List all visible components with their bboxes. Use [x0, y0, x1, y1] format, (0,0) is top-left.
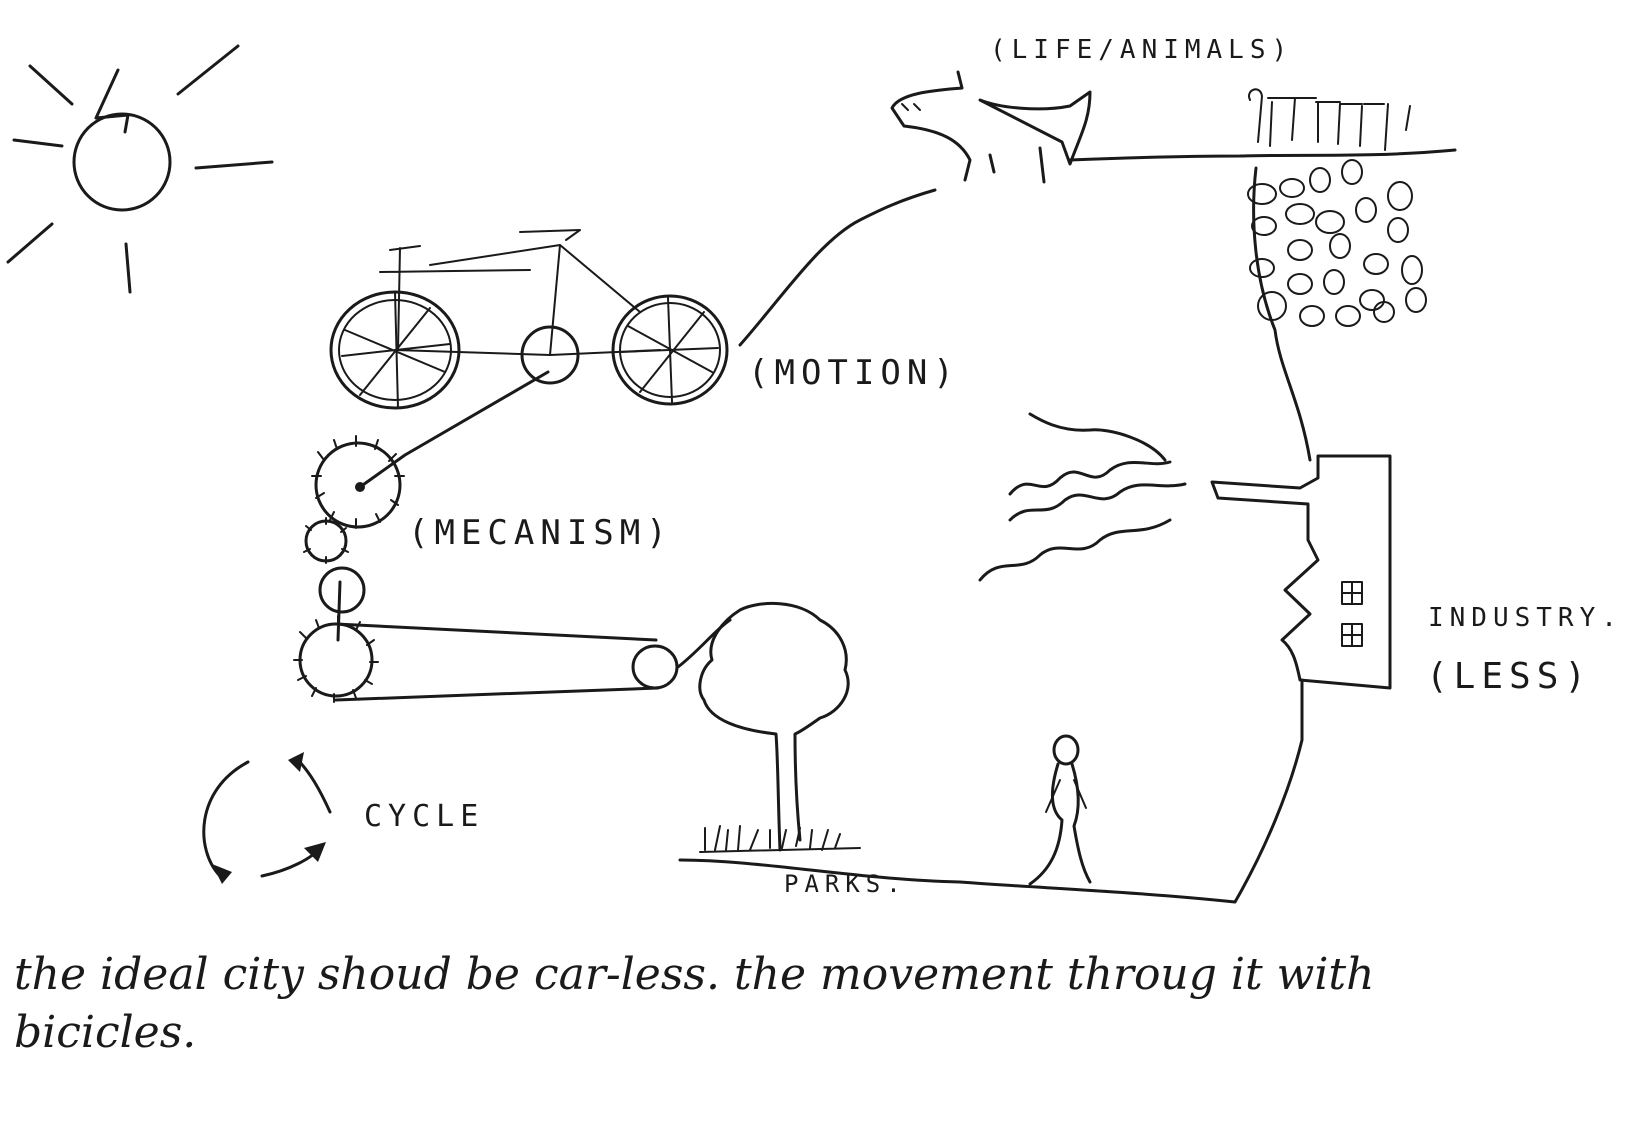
- caption-line-1: the ideal city shoud be car-less. the mo…: [14, 949, 1375, 1000]
- label-life-animals: (LIFE/ANIMALS): [990, 35, 1293, 65]
- label-motion: (MOTION): [748, 353, 960, 393]
- tree-drawing: [698, 601, 861, 853]
- smoke-drawing: [978, 412, 1187, 582]
- label-industry: INDUSTRY.: [1428, 603, 1623, 633]
- caption-line-2: bicicles.: [14, 1007, 197, 1058]
- label-cycle: CYCLE: [364, 799, 484, 834]
- cycle-arrows: [202, 752, 332, 884]
- label-parks: PARKS.: [784, 870, 907, 898]
- gears-drawing: [293, 370, 679, 703]
- crops-drawing: [1248, 88, 1411, 462]
- person-drawing: [1028, 734, 1092, 886]
- animal-drawing: [890, 70, 1092, 184]
- label-less: (LESS): [1426, 656, 1592, 697]
- factory-drawing: [1210, 454, 1392, 690]
- journey-path: [676, 148, 1457, 904]
- bicycle-drawing: [329, 229, 729, 410]
- label-mecanism: (MECANISM): [408, 513, 673, 553]
- sun-drawing: [6, 44, 274, 294]
- pebbles-drawing: [1247, 159, 1427, 327]
